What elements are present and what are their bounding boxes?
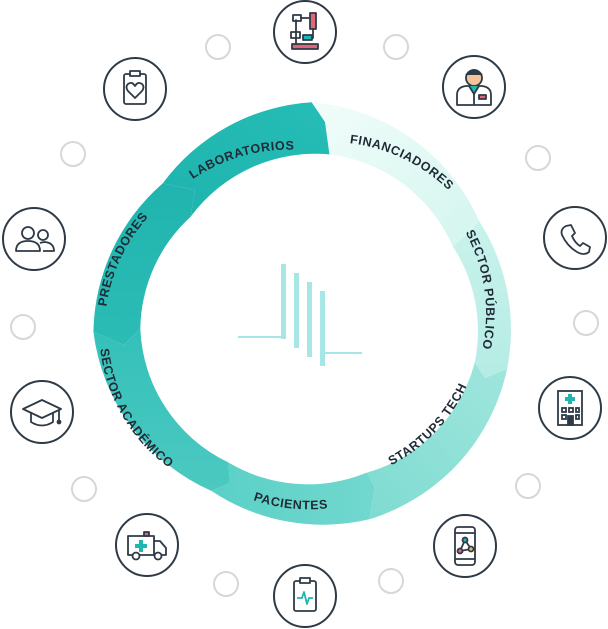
dot	[525, 145, 551, 171]
hospital-icon	[538, 376, 602, 440]
dot	[383, 34, 409, 60]
ring-segment-financiadores	[311, 102, 479, 247]
dot	[573, 310, 599, 336]
dot	[10, 314, 36, 340]
dot	[205, 34, 231, 60]
logo-bar	[294, 273, 299, 348]
decorative-dots	[10, 34, 599, 597]
ring	[93, 102, 511, 525]
ring-segment-prestadores	[93, 183, 195, 345]
heart-clipboard-icon	[103, 57, 167, 121]
logo-bar	[281, 264, 286, 339]
microscope-icon	[273, 0, 337, 64]
ring-segment-laboratorios	[162, 102, 330, 217]
phone-icon	[543, 206, 607, 270]
ring-segment-pacientes	[211, 462, 375, 525]
logo-bar	[320, 291, 325, 366]
ring-segment-sector-academico	[93, 328, 231, 491]
dot	[378, 568, 404, 594]
people-icon	[2, 207, 66, 271]
ecg-clipboard-icon	[273, 564, 337, 628]
dot	[60, 141, 86, 167]
doctor-icon	[442, 55, 506, 119]
mobile-network-icon	[433, 514, 497, 578]
ambulance-icon	[115, 513, 179, 577]
dot	[71, 476, 97, 502]
logo-bar	[307, 282, 312, 357]
ring-segment-startups-tech	[367, 362, 508, 520]
dot	[213, 571, 239, 597]
center-logo	[238, 264, 362, 366]
graduation-cap-icon	[10, 380, 74, 444]
dot	[515, 473, 541, 499]
ring-segment-sector-publico	[452, 220, 511, 378]
